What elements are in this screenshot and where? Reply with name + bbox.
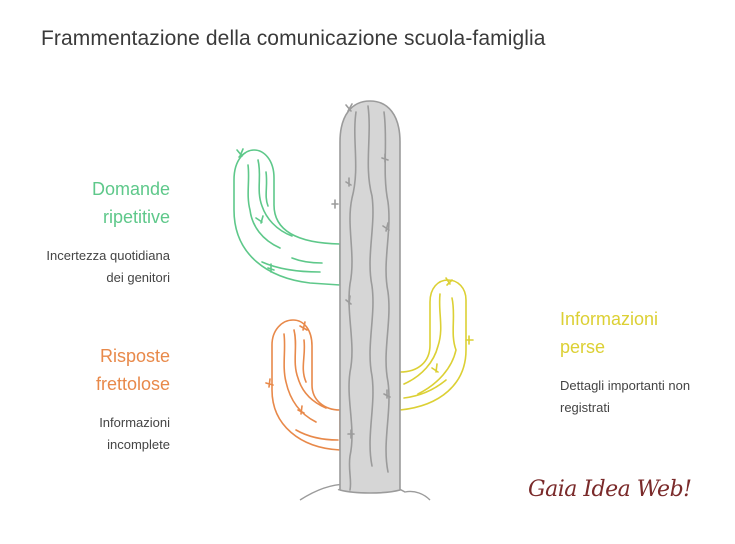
label-risposte-frettolose: Risposte frettolose Informazioni incompl… (96, 342, 170, 456)
label-informazioni-perse: Informazioni perse Dettagli importanti n… (560, 305, 690, 419)
heading-risposte-frettolose: Risposte frettolose (95, 346, 170, 394)
heading-informazioni-perse: Informazioni perse (560, 309, 659, 357)
yellow-arm (399, 277, 474, 411)
heading-domande-ripetitive: Domande ripetitive (91, 179, 170, 227)
orange-arm (265, 319, 341, 451)
signature-logo: Gaia Idea Web! (528, 477, 692, 502)
desc-informazioni-perse: Dettagli importanti non registrati (560, 378, 691, 415)
cactus-trunk (331, 100, 401, 494)
green-arm (233, 148, 341, 286)
desc-risposte-frettolose: Informazioni incomplete (99, 415, 170, 452)
desc-domande-ripetitive: Incertezza quotidiana dei genitori (46, 248, 170, 285)
diagram-title: Frammentazione della comunicazione scuol… (41, 27, 546, 50)
label-domande-ripetitive: Domande ripetitive Incertezza quotidiana… (46, 175, 170, 289)
